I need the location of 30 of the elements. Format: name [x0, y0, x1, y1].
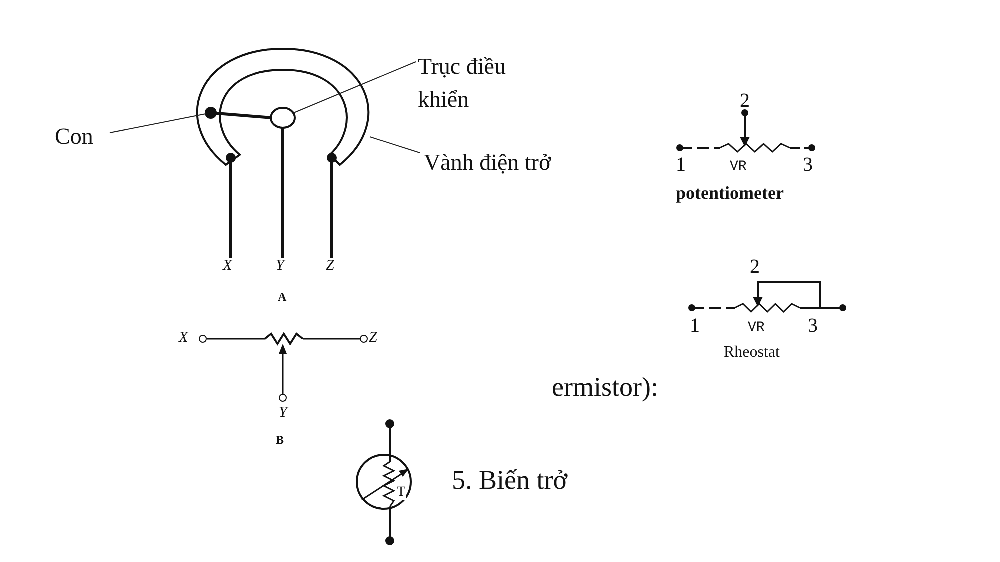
terminal-number: 1 [690, 315, 700, 337]
component-label: VR [748, 321, 765, 336]
leader-line [294, 62, 416, 114]
component-label: VR [730, 160, 747, 176]
terminal-number: 3 [808, 315, 818, 337]
leader-line [370, 136, 420, 154]
figure-label: A [278, 291, 287, 304]
terminal-number: 3 [803, 154, 813, 176]
symbol-caption: Rheostat [724, 344, 780, 362]
wiper-arm [205, 107, 272, 120]
terminal-label: X [179, 330, 188, 346]
figure-label: B [276, 434, 284, 448]
terminal-label: Z [369, 330, 378, 346]
terminal-label: Y [279, 405, 288, 422]
part-label: Trục điều khiển [418, 50, 548, 117]
terminal-number: 1 [676, 154, 686, 176]
leader-line [110, 114, 206, 134]
terminal-number: 2 [740, 90, 750, 112]
terminal-label: Y [276, 258, 284, 274]
control-shaft [270, 107, 296, 129]
terminal-number: 2 [750, 256, 760, 278]
heading-text: ermistor): [552, 373, 658, 403]
part-label: Con [55, 120, 115, 154]
terminal-label: X [223, 258, 232, 274]
symbol-letter: T [397, 486, 406, 500]
resistive-track [196, 48, 370, 166]
symbol-caption: potentiometer [676, 184, 784, 204]
terminal-label: Z [326, 258, 334, 274]
part-label: Vành điện trở [424, 146, 604, 180]
heading-text: 5. Biến trở [452, 466, 568, 496]
